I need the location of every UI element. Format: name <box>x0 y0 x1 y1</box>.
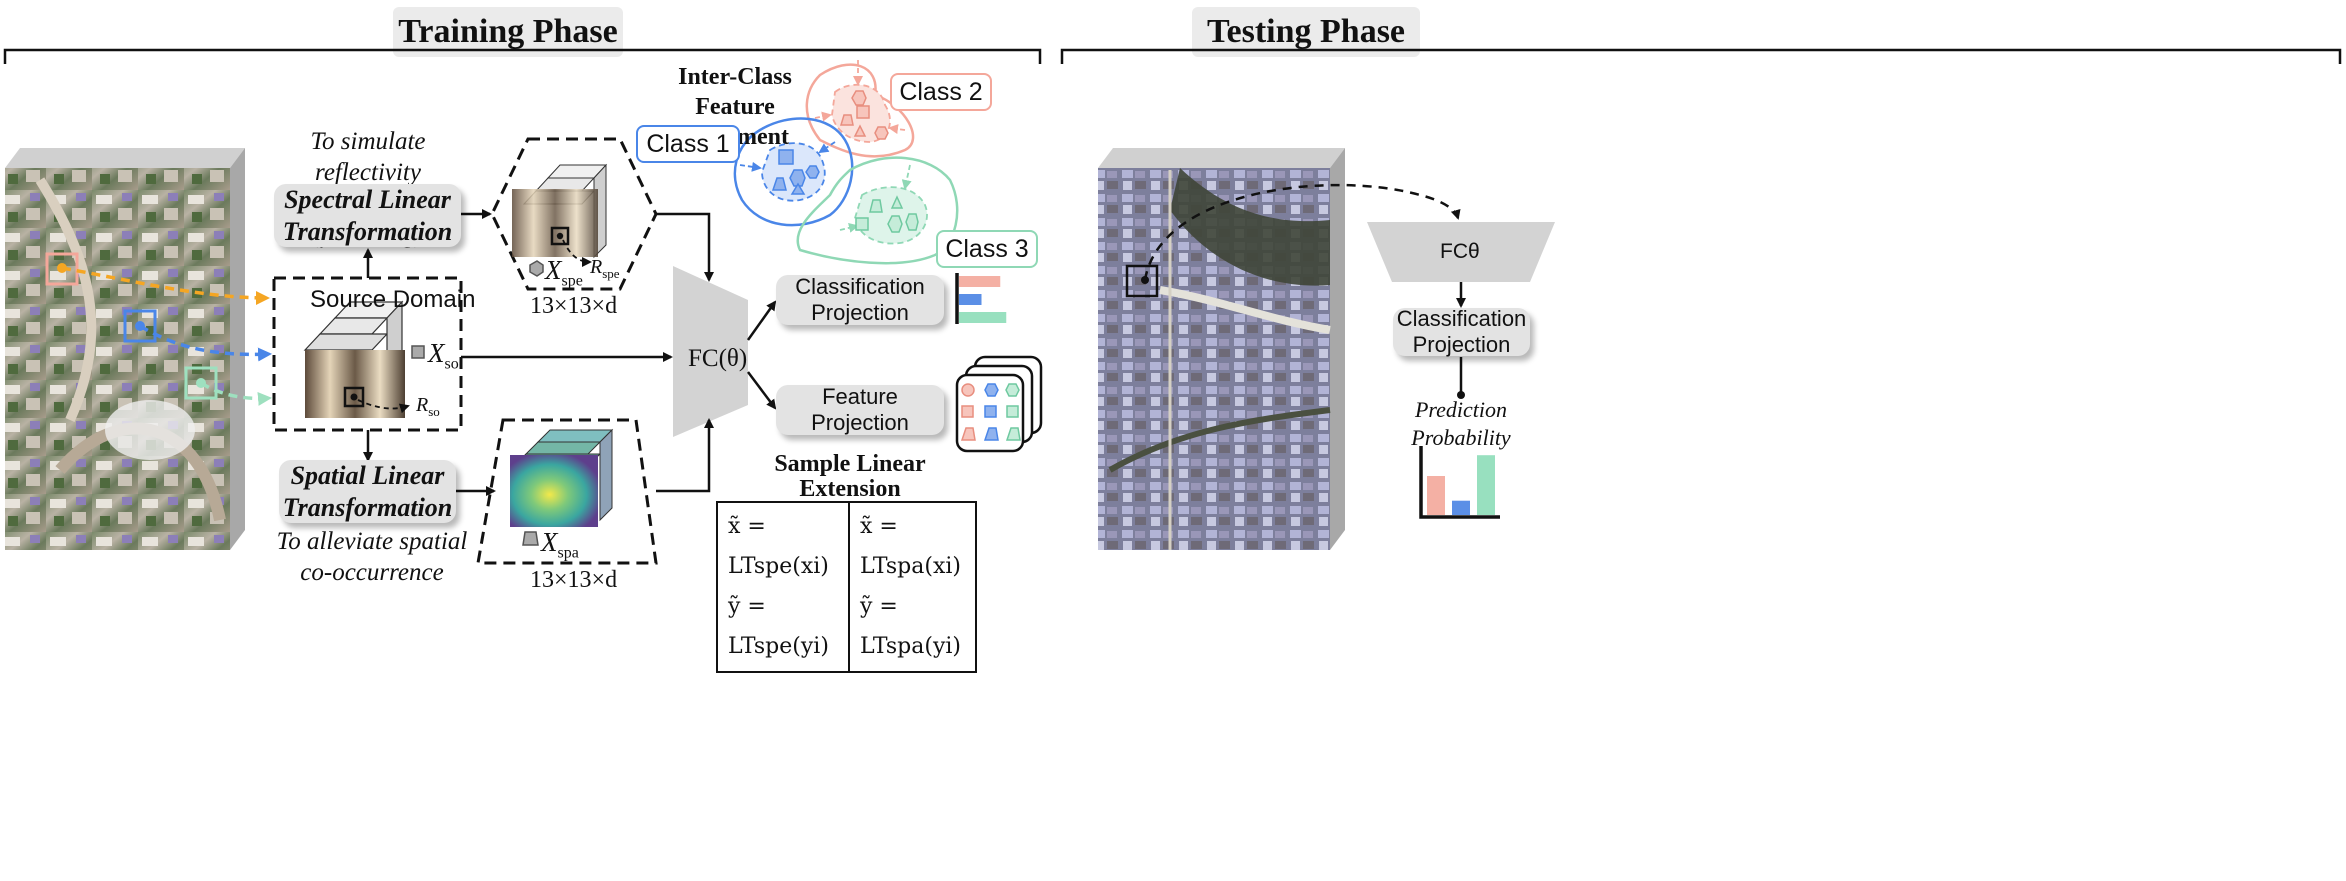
spectral-linear-transformation-box: Spectral Linear Transformation <box>274 184 461 247</box>
testing-bracket <box>1060 48 2342 64</box>
spe-equations: x̃ = LTspe(xi) ỹ = LTspe(yi) <box>716 501 855 673</box>
training-phase-title: Training Phase <box>393 7 623 57</box>
source-patch-cube <box>303 300 425 418</box>
spatial-patch-cube <box>510 428 614 546</box>
spatial-linear-transformation-box: Spatial Linear Transformation <box>279 460 456 523</box>
train-bar-1 <box>959 276 1001 287</box>
spatial-note: To alleviate spatial co-occurrence <box>276 528 468 586</box>
test-image-cube <box>1098 148 1345 550</box>
r-so-label: Rso <box>416 394 440 419</box>
test-bar-axis <box>1419 446 1500 519</box>
fc-theta-shape <box>673 266 748 437</box>
test-bar-2 <box>1452 500 1470 515</box>
x-so-label: Xso <box>428 338 459 373</box>
test-bar-1 <box>1427 476 1445 515</box>
r-spe-label: Rspe <box>590 256 620 281</box>
class1-cluster <box>733 117 854 227</box>
eq-spe-x: x̃ = LTspe(xi) <box>728 514 829 579</box>
spa-equations: x̃ = LTspa(xi) ỹ = LTspa(yi) <box>848 501 977 673</box>
test-classification-projection-box: Classification Projection <box>1393 306 1530 357</box>
class1-label: Class 1 <box>636 125 740 163</box>
testing-phase-title: Testing Phase <box>1192 7 1420 57</box>
class3-cluster <box>796 156 959 265</box>
classification-projection-box: Classification Projection <box>776 274 944 325</box>
spectral-patch-cube <box>512 163 608 277</box>
eq-spa-y: ỹ = LTspa(yi) <box>860 594 962 659</box>
train-bar-chart <box>959 276 1007 323</box>
test-fc-shape <box>1367 222 1555 282</box>
feature-projection-box: Feature Projection <box>776 384 944 435</box>
train-bar-2 <box>959 294 982 305</box>
prediction-probability-label: Prediction Probability <box>1411 397 1511 450</box>
eq-spa-x: x̃ = LTspa(xi) <box>860 514 961 579</box>
x-spe-label: Xspe <box>545 255 583 290</box>
extension-title: Sample Linear Extension <box>774 451 926 502</box>
x-spa-label: Xspa <box>541 527 579 562</box>
source-domain-label: Source Domain <box>310 286 476 313</box>
class2-label: Class 2 <box>890 73 992 111</box>
fc-theta-label: FC(θ) <box>688 345 748 372</box>
training-bracket <box>3 48 1042 64</box>
source-image-cube <box>5 148 245 550</box>
test-bar-chart <box>1427 455 1495 515</box>
eq-spe-y: ỹ = LTspe(yi) <box>728 594 829 659</box>
test-bar-3 <box>1477 455 1495 515</box>
dim-top-label: 13×13×d <box>530 293 618 319</box>
feature-cards <box>955 355 1043 453</box>
test-fc-label: FCθ <box>1440 240 1480 263</box>
class3-label: Class 3 <box>936 230 1038 268</box>
class2-cluster <box>805 60 915 158</box>
dim-bottom-label: 13×13×d <box>530 567 618 593</box>
train-bar-3 <box>959 312 1007 323</box>
